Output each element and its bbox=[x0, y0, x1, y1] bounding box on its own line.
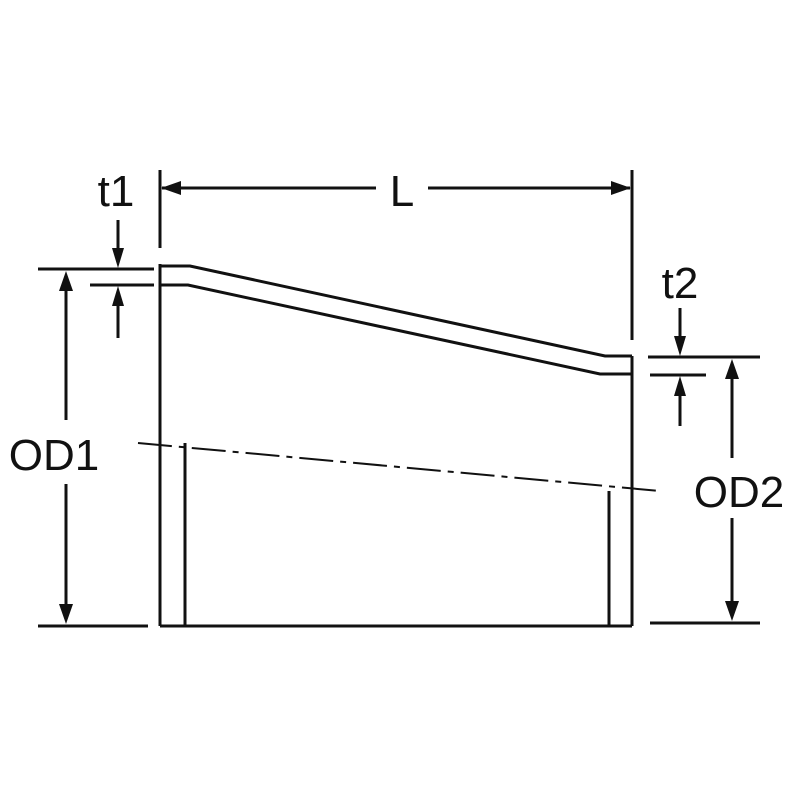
t1-label: t1 bbox=[98, 167, 135, 216]
length-arrow-left bbox=[161, 181, 181, 195]
center-line bbox=[137, 442, 661, 492]
inner-top-contour bbox=[160, 283, 632, 376]
od1-arrow-bottom bbox=[59, 604, 73, 624]
od2-label: OD2 bbox=[694, 468, 784, 517]
t2-arrow-top bbox=[674, 336, 686, 356]
od1-arrow-top bbox=[59, 271, 73, 291]
od1-dimension: OD1 bbox=[9, 271, 148, 628]
reducer-body bbox=[137, 264, 661, 628]
od2-arrow-top bbox=[725, 359, 739, 379]
length-arrow-right bbox=[611, 181, 631, 195]
t2-label: t2 bbox=[662, 259, 699, 308]
od2-arrow-bottom bbox=[725, 601, 739, 621]
t2-dimension: t2 bbox=[648, 259, 760, 426]
t2-arrow-bottom bbox=[674, 376, 686, 396]
outer-top-contour bbox=[160, 264, 632, 358]
t1-dimension: t1 bbox=[38, 167, 154, 338]
t1-arrow-bottom bbox=[112, 286, 124, 306]
od1-label: OD1 bbox=[9, 431, 99, 480]
length-dimension: L bbox=[158, 167, 634, 340]
od2-dimension: OD2 bbox=[650, 359, 784, 625]
t1-arrow-top bbox=[112, 248, 124, 268]
length-label: L bbox=[390, 167, 414, 216]
